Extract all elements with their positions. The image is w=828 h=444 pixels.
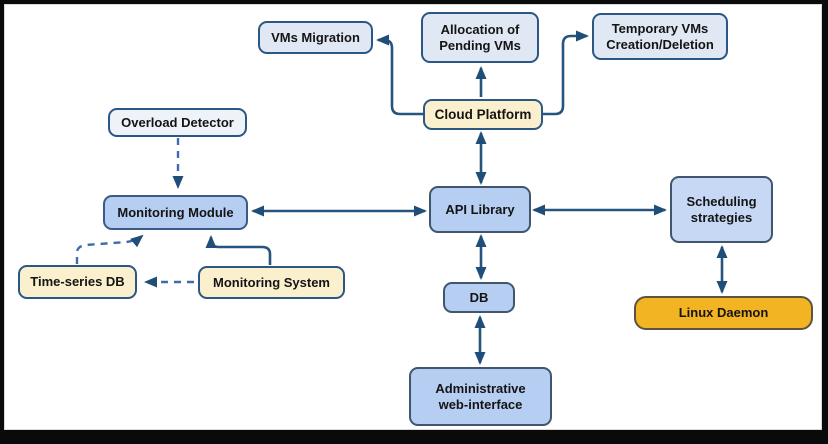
node-db: DB xyxy=(443,282,515,313)
node-api-library: API Library xyxy=(429,186,531,233)
node-vms-migration: VMs Migration xyxy=(258,21,373,54)
node-overload-detector: Overload Detector xyxy=(108,108,247,137)
node-monitoring-system: Monitoring System xyxy=(198,266,345,299)
node-administrative-web-interface: Administrative web-interface xyxy=(409,367,552,426)
node-allocation-pending-vms: Allocation of Pending VMs xyxy=(421,12,539,63)
node-cloud-platform: Cloud Platform xyxy=(423,99,543,130)
node-time-series-db: Time-series DB xyxy=(18,265,137,299)
node-scheduling-strategies: Scheduling strategies xyxy=(670,176,773,243)
node-linux-daemon: Linux Daemon xyxy=(634,296,813,330)
node-monitoring-module: Monitoring Module xyxy=(103,195,248,230)
node-temporary-vms-creation-deletion: Temporary VMs Creation/Deletion xyxy=(592,13,728,60)
